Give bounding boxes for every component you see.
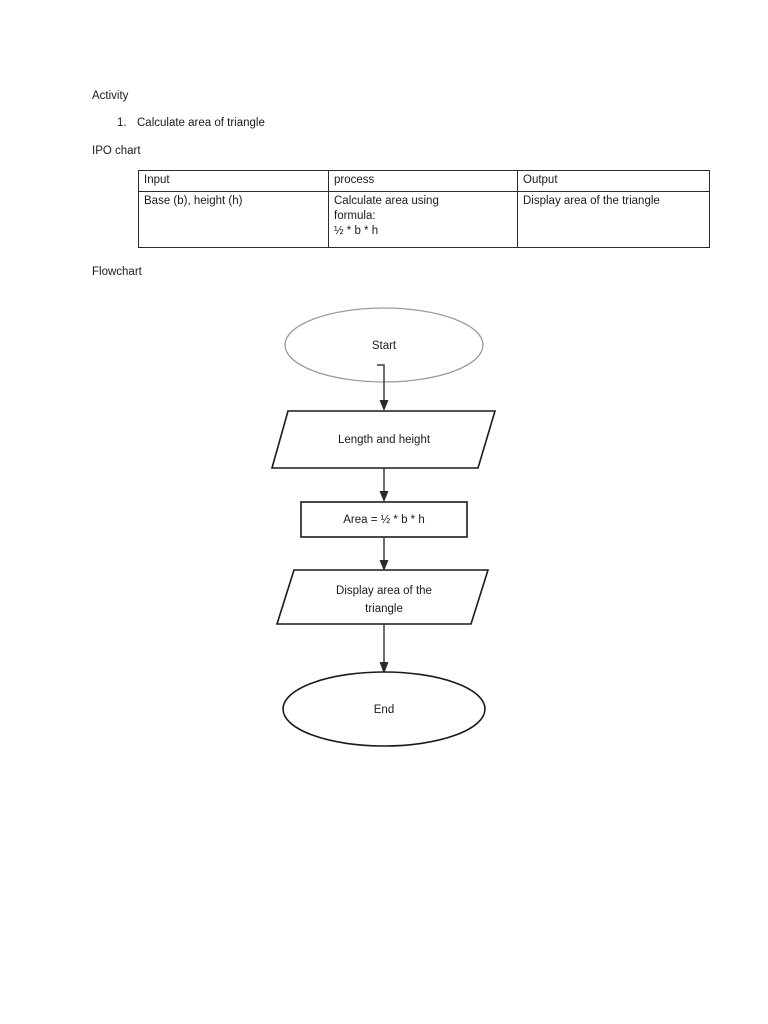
list-item: 1. Calculate area of triangle	[117, 116, 265, 130]
flowchart-node-end: End	[282, 671, 486, 747]
connector-process-to-output	[379, 537, 389, 571]
table-cell-input: Base (b), height (h)	[138, 191, 329, 248]
table-header-input: Input	[138, 170, 329, 192]
table-cell-line: ½ * b * h	[334, 225, 379, 237]
process-rectangle	[300, 501, 468, 538]
list-item-marker: 1.	[117, 117, 127, 129]
output-label-line1: Display area of the	[336, 585, 432, 597]
table-cell-line: Display area of the triangle	[523, 195, 660, 207]
table-header-process: process	[328, 170, 518, 192]
connector-output-to-end	[379, 624, 389, 674]
input-parallelogram	[270, 410, 497, 469]
table-header-output: Output	[517, 170, 710, 192]
start-ellipse	[284, 307, 484, 383]
ipo-chart-heading: IPO chart	[92, 145, 141, 157]
output-parallelogram	[275, 569, 490, 625]
arrowhead-icon	[379, 560, 389, 571]
flowchart-node-output: Display area of the triangle	[275, 569, 490, 625]
process-label: Area = ½ * b * h	[343, 514, 425, 526]
connector-input-to-process	[379, 468, 389, 502]
activity-heading: Activity	[92, 90, 129, 102]
connector-start-to-input	[377, 364, 389, 411]
arrowhead-icon	[379, 400, 389, 411]
flowchart-heading: Flowchart	[92, 266, 142, 278]
table-cell-line: Base (b), height (h)	[144, 195, 243, 207]
table-cell-output: Display area of the triangle	[517, 191, 710, 248]
list-item-label: Calculate area of triangle	[137, 117, 265, 129]
flowchart-node-input: Length and height	[270, 410, 497, 469]
arrowhead-icon	[379, 662, 389, 674]
arrowhead-icon	[379, 491, 389, 502]
output-label-line2: triangle	[365, 603, 403, 615]
flowchart-node-start: Start	[284, 307, 484, 383]
table-header-row: Input process Output	[138, 170, 710, 192]
table-cell-line: formula:	[334, 210, 376, 222]
end-label: End	[374, 704, 394, 716]
end-ellipse	[282, 671, 486, 747]
start-label: Start	[372, 340, 397, 352]
table-row: Base (b), height (h) Calculate area usin…	[138, 191, 710, 248]
ipo-table: Input process Output Base (b), height (h…	[138, 170, 710, 248]
input-label: Length and height	[338, 434, 431, 446]
table-cell-line: Calculate area using	[334, 195, 439, 207]
table-cell-process: Calculate area using formula: ½ * b * h	[328, 191, 518, 248]
connector-line	[377, 364, 385, 403]
flowchart-node-process: Area = ½ * b * h	[300, 501, 468, 538]
